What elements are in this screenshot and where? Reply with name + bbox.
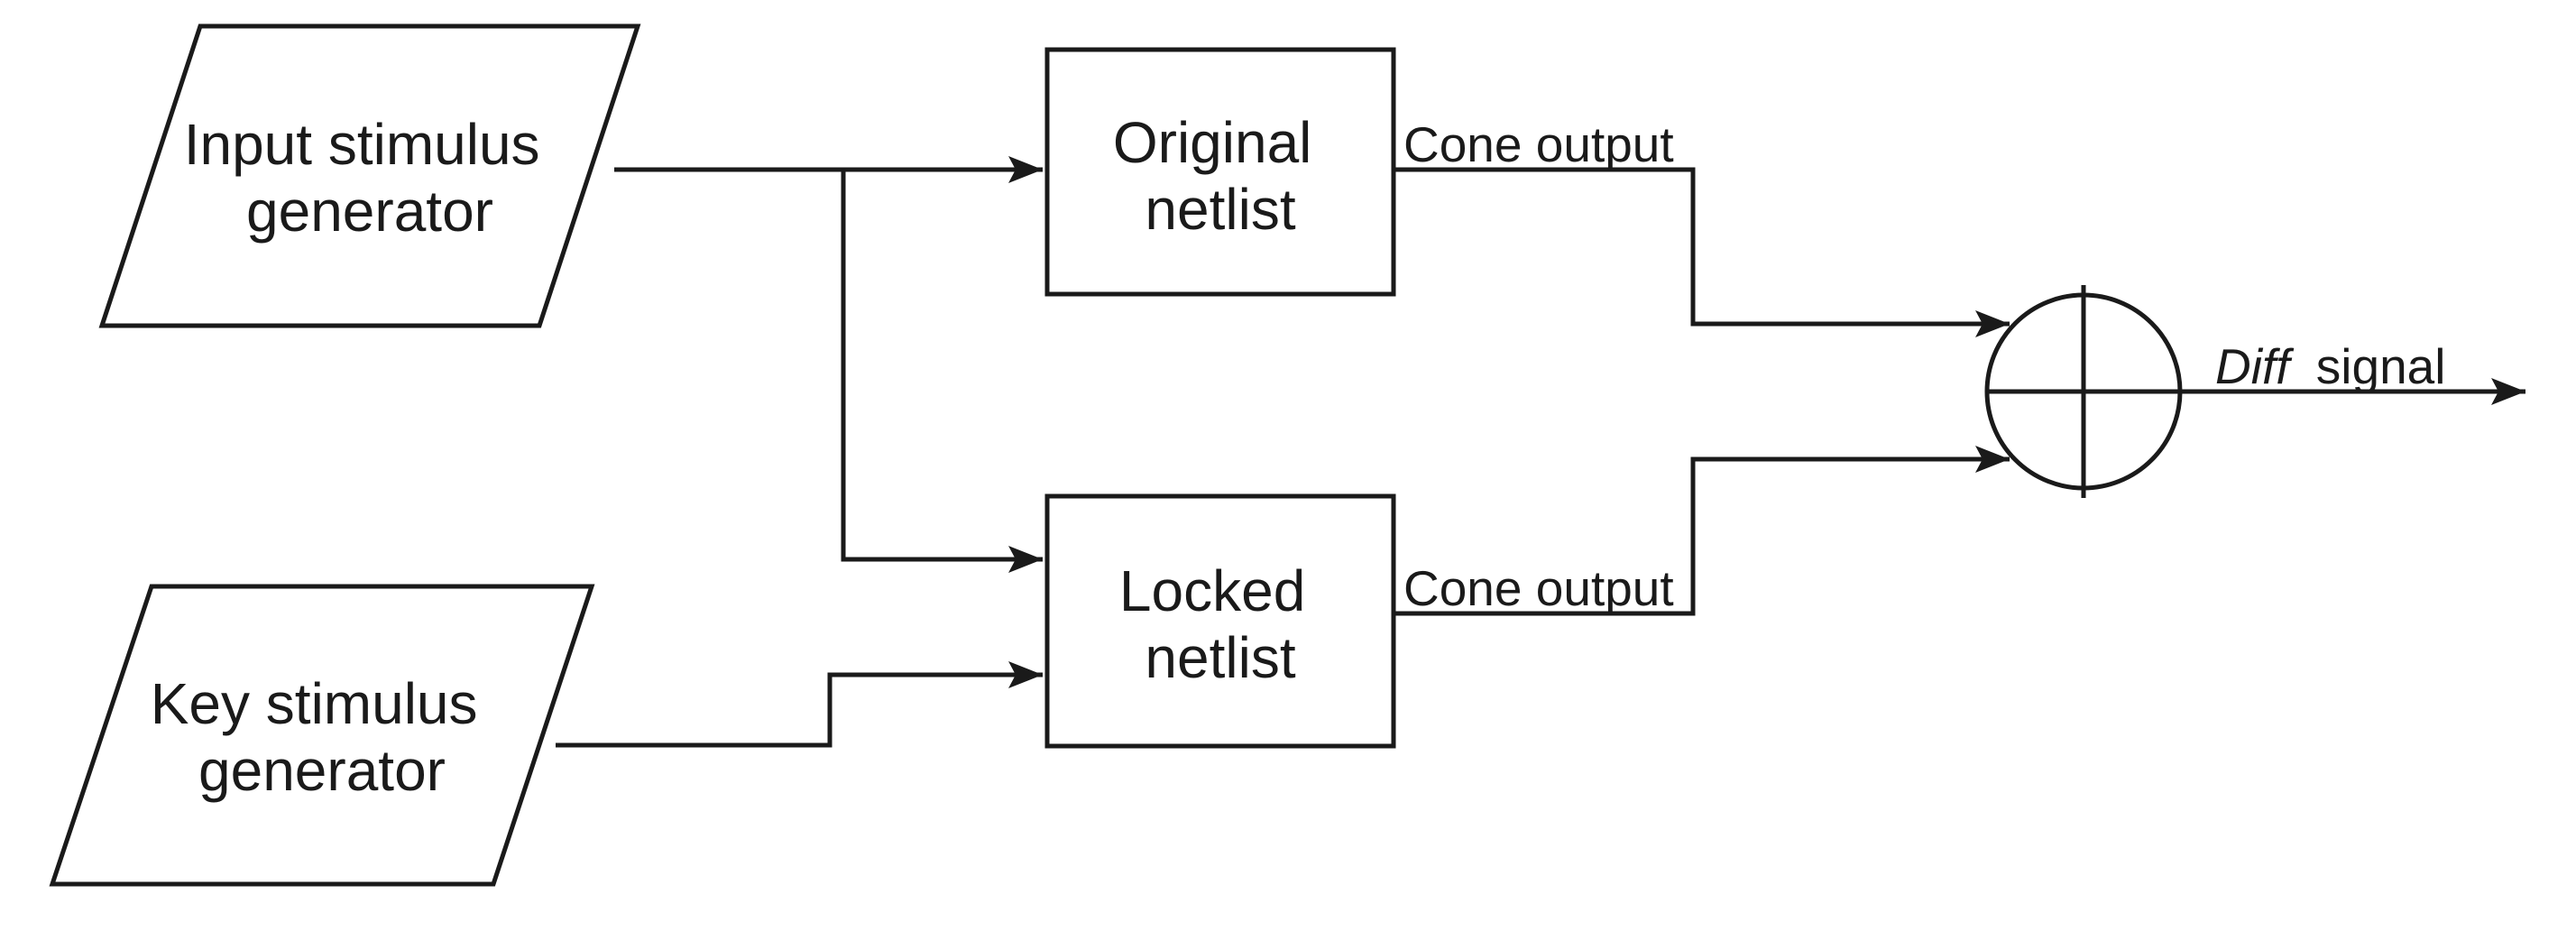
input-generator-label: Input stimulus generator bbox=[184, 112, 557, 244]
diff-signal-label: Diff signal bbox=[2215, 338, 2446, 394]
locked-netlist-label: Locked netlist bbox=[1119, 558, 1321, 690]
edge-original-cone-output-to-xor bbox=[1394, 167, 2010, 337]
edge-key-to-locked bbox=[556, 661, 1043, 748]
original-netlist-shape bbox=[1044, 47, 1396, 297]
edge-input-branch-to-locked bbox=[841, 170, 1043, 573]
cone-output-bottom-label: Cone output bbox=[1403, 560, 1674, 616]
key-generator-label: Key stimulus generator bbox=[151, 671, 494, 803]
edge-locked-cone-output-to-xor bbox=[1394, 446, 2010, 616]
key-generator-shape bbox=[49, 584, 595, 887]
locked-netlist-shape bbox=[1044, 493, 1396, 749]
original-netlist-label: Original netlist bbox=[1113, 110, 1328, 242]
cone-output-top-label: Cone output bbox=[1403, 116, 1674, 172]
input-generator-shape bbox=[98, 23, 641, 328]
